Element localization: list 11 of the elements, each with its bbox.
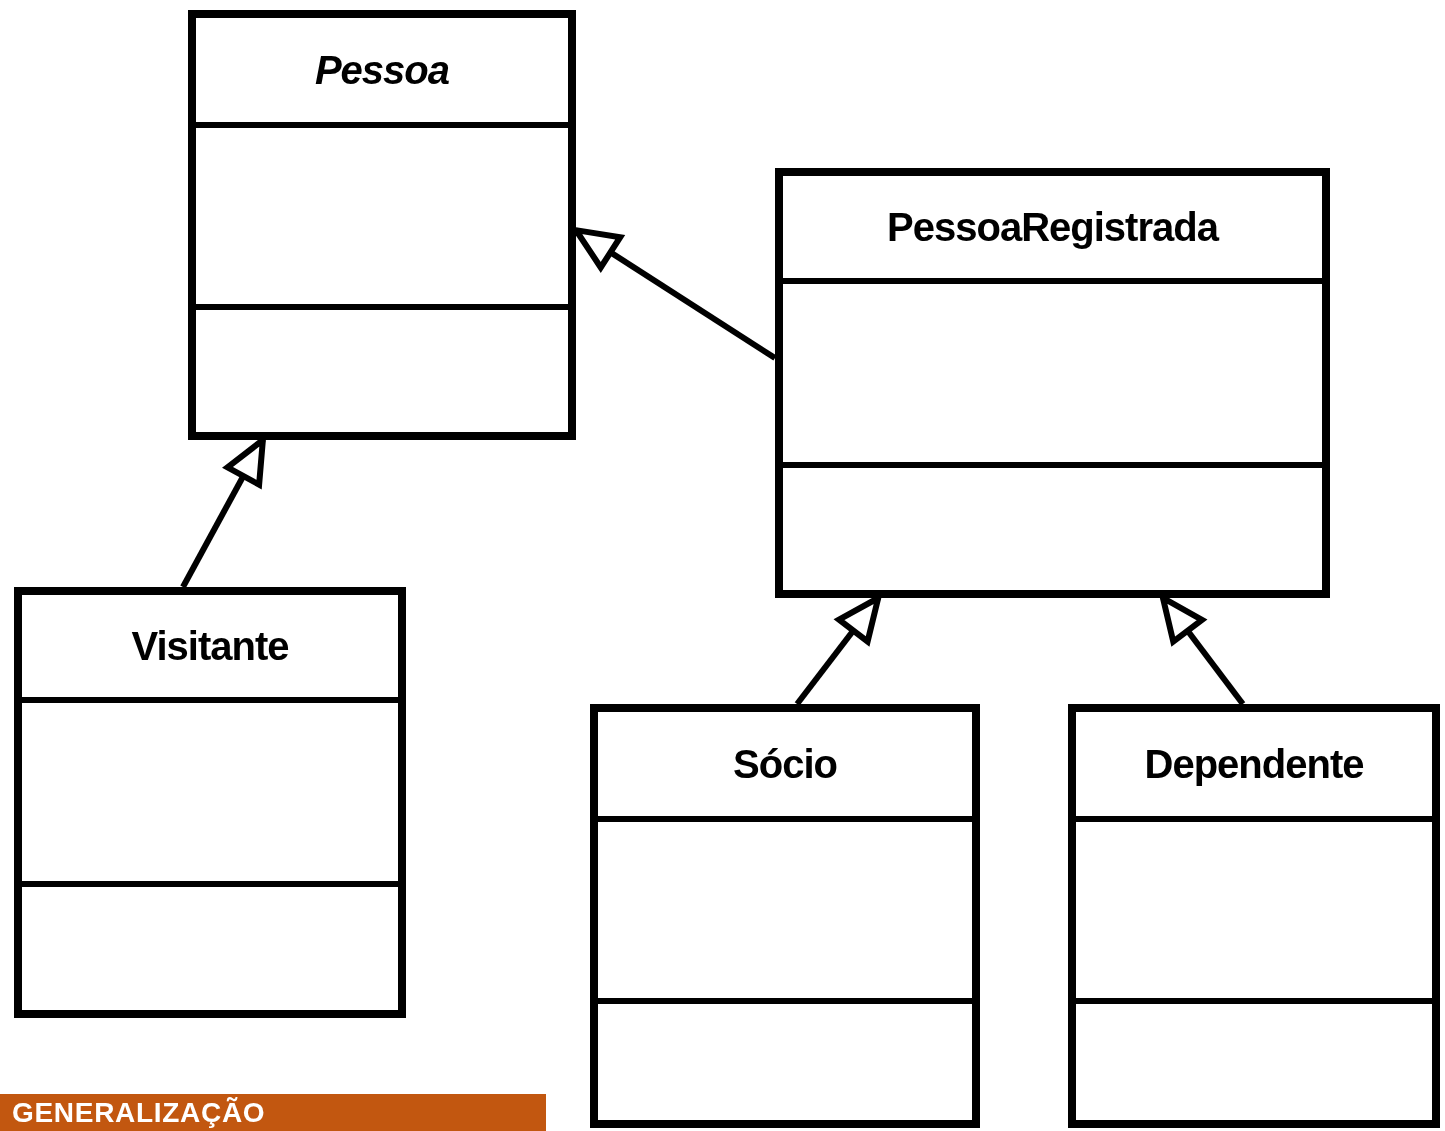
class-box [14,587,406,1018]
class-name: Visitante [131,623,289,670]
class-name: PessoaRegistrada [887,204,1218,251]
class-name: Sócio [733,741,837,788]
class-name: Pessoa [314,47,450,94]
class-name: Dependente [1144,741,1364,788]
class-box [1068,704,1440,1128]
class-box [188,10,576,440]
class-box [590,704,980,1128]
section-banner: GENERALIZAÇÃO [0,1094,546,1131]
class-box [775,168,1330,598]
